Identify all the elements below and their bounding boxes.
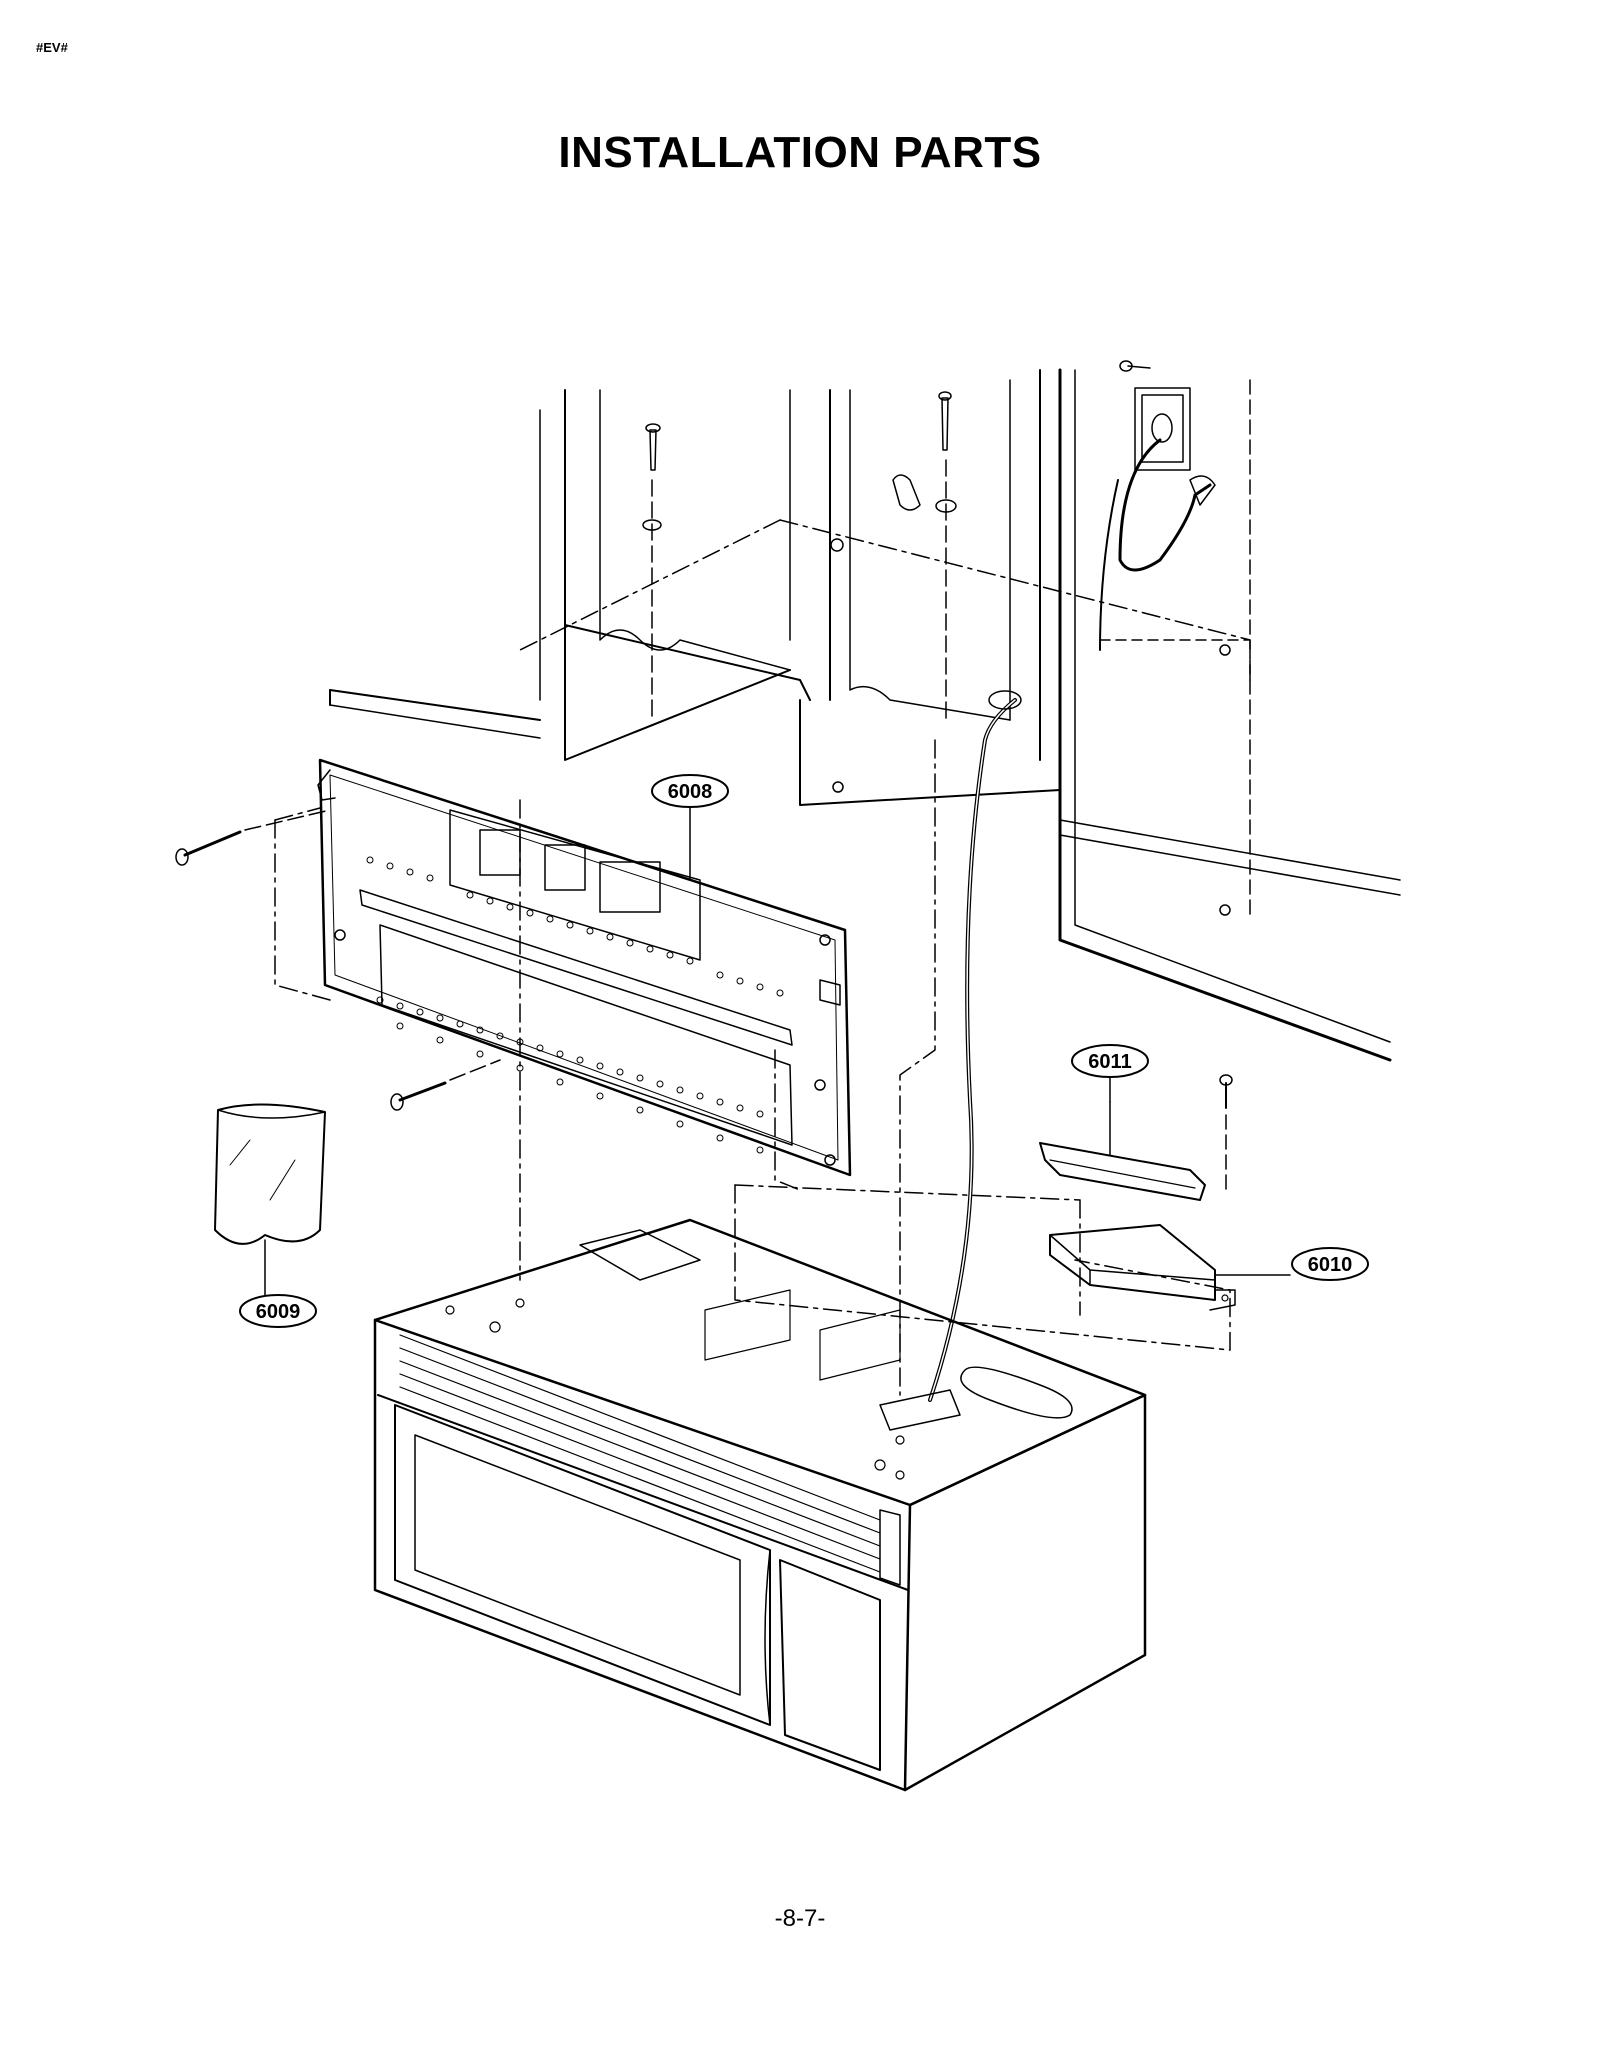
damper-bracket (1049, 1224, 1291, 1311)
callout-6009-label: 6009 (256, 1301, 301, 1323)
wall-outlet-and-cord (928, 387, 1216, 1402)
top-cabinet-plate (1039, 1074, 1233, 1201)
callout-6008-label: 6008 (668, 781, 713, 803)
mounting-plate (317, 758, 852, 1177)
microwave-oven (373, 1218, 1147, 1792)
top-screws (642, 360, 1151, 721)
callout-6011: 6011 (1071, 1044, 1149, 1078)
callout-6010-label: 6010 (1308, 1254, 1353, 1276)
alignment-lines (274, 739, 1231, 1396)
callout-leaders (689, 806, 1111, 1103)
callout-6010: 6010 (1291, 1247, 1369, 1281)
document-code: #EV# (36, 40, 68, 55)
callout-6008: 6008 (651, 774, 729, 808)
wall-cabinets (329, 368, 1401, 1062)
page-number: -8-7- (774, 1905, 826, 1932)
plate-screws (175, 809, 501, 1111)
hardware-bag (214, 1103, 326, 1301)
page-title: INSTALLATION PARTS (558, 128, 1042, 177)
callout-6011-label: 6011 (1088, 1051, 1131, 1073)
callout-6009: 6009 (239, 1294, 317, 1328)
